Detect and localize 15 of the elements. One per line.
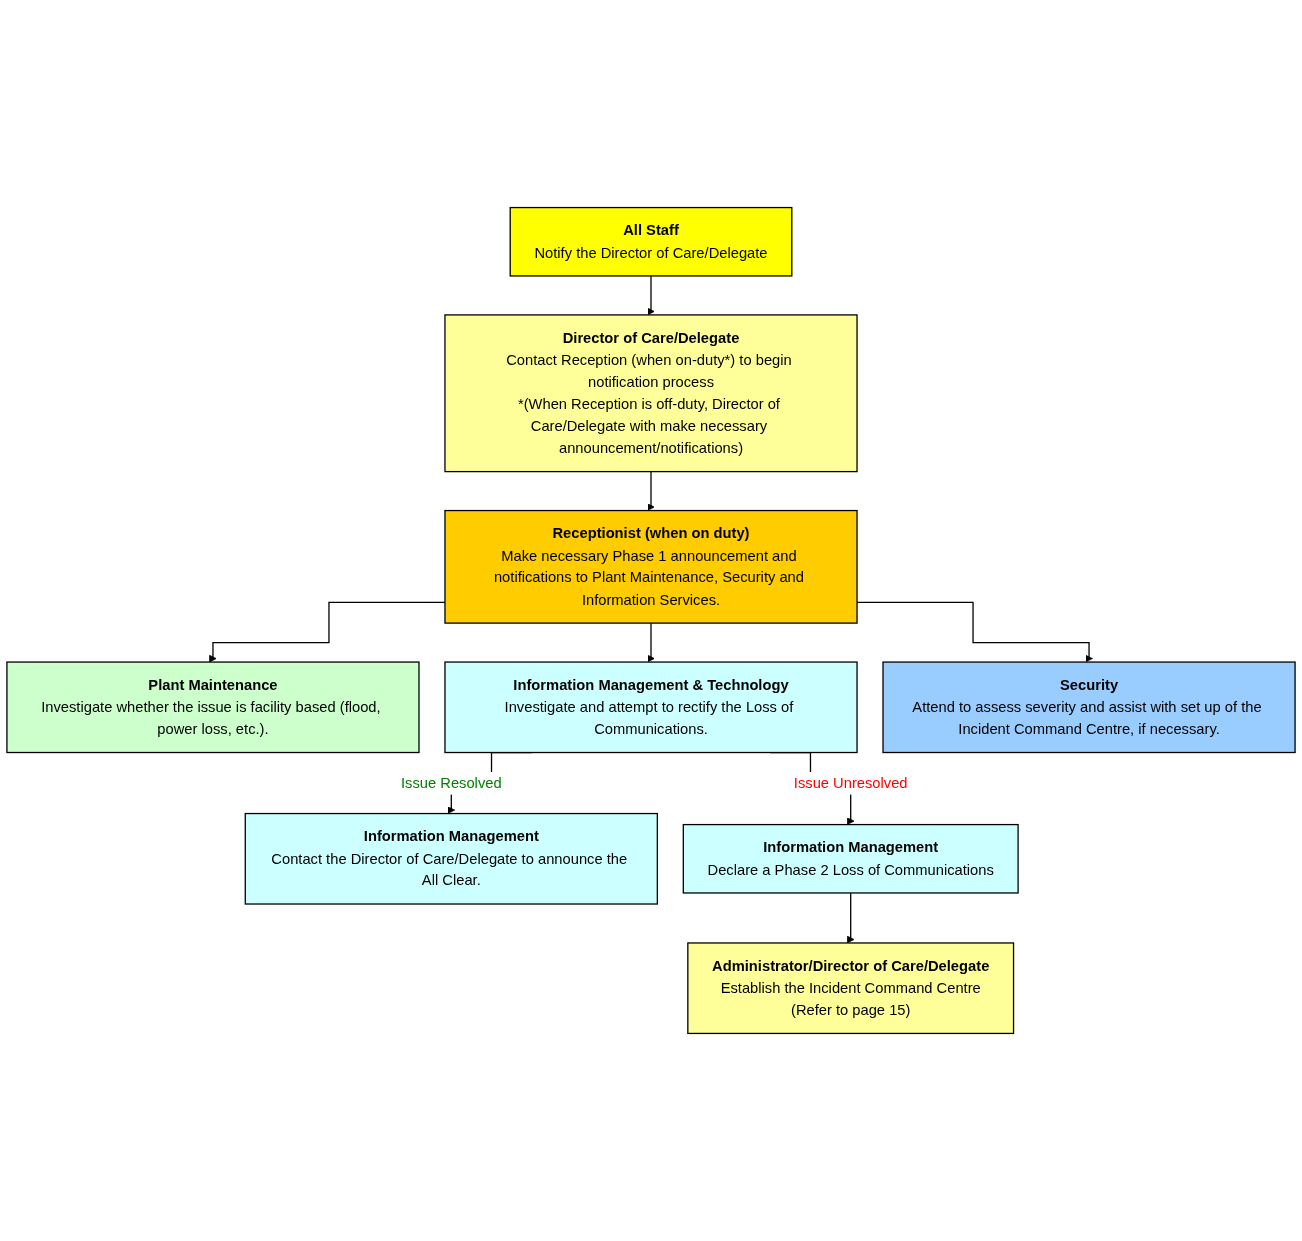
node-box — [444, 509, 858, 624]
node-box — [682, 823, 1019, 894]
arrow — [647, 622, 655, 663]
node-box — [244, 812, 658, 905]
node-box — [444, 661, 858, 754]
arrow — [647, 470, 655, 511]
node-box — [509, 206, 793, 277]
edge-label: Issue Unresolved — [793, 774, 908, 792]
arrow — [846, 892, 855, 944]
edge-label: Issue Resolved — [400, 774, 502, 792]
node-box — [687, 942, 1015, 1035]
node-box — [882, 661, 1296, 754]
node-box — [444, 314, 858, 473]
arrow — [647, 275, 655, 316]
node-box — [6, 661, 420, 754]
